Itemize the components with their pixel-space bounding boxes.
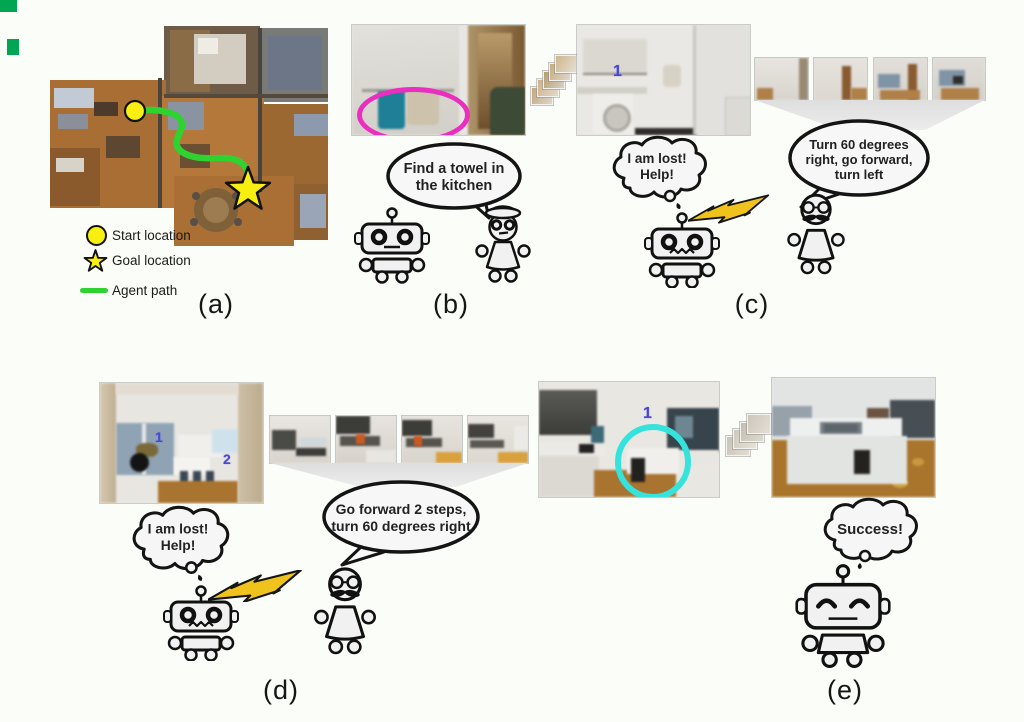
goal-star-marker	[224, 165, 272, 210]
help-text-line2: Help!	[161, 537, 196, 553]
viewpoint-tag: 1	[643, 405, 652, 422]
human-instructor-icon	[475, 205, 531, 283]
kitchen-island-photo	[772, 378, 935, 497]
legend-start-label: Start location	[112, 228, 191, 243]
strip-frame	[336, 416, 396, 463]
kitchen-observation-photo: 1	[539, 382, 719, 497]
instruction-text-line2: the kitchen	[416, 178, 493, 194]
oracle-icon	[313, 567, 377, 655]
strip-frame	[402, 416, 462, 463]
laundry-observation-photo: 1	[577, 25, 750, 135]
speech-bubble: Turn 60 degrees right, go forward, turn …	[788, 119, 930, 209]
thought-bubble: I am lost! Help!	[132, 505, 230, 581]
oracle-instruction-line1: Turn 60 degrees	[809, 137, 908, 152]
robot-icon-worried	[644, 212, 720, 288]
gif-artifact	[0, 0, 17, 12]
panel-b-label: (b)	[433, 289, 469, 319]
goal-star-legend-icon	[83, 249, 108, 272]
viewpoint-tag: 1	[613, 63, 622, 80]
success-text: Success!	[837, 521, 903, 538]
oracle-icon	[787, 193, 845, 275]
help-text-line1: I am lost!	[627, 151, 686, 166]
panel-d-label: (d)	[263, 675, 299, 705]
legend-path-label: Agent path	[112, 283, 178, 298]
doorway-observation-photo: 1 2	[100, 383, 263, 503]
strip-frame	[270, 416, 330, 463]
oracle-instruction-line3: turn left	[835, 167, 884, 182]
panel-c-label: (c)	[734, 289, 770, 319]
strip-frame	[814, 58, 867, 100]
robot-icon-happy	[795, 564, 891, 668]
image-stack-icon	[726, 414, 771, 456]
strip-frame	[933, 58, 985, 100]
strip-frame	[874, 58, 927, 100]
start-marker-legend-icon	[86, 225, 107, 246]
target-highlight-ellipse	[357, 87, 470, 135]
start-location-marker	[123, 99, 147, 123]
observation-strip	[270, 416, 528, 464]
thought-bubble: I am lost! Help!	[612, 135, 707, 209]
map-rooms	[50, 26, 328, 246]
lightning-icon	[688, 194, 770, 224]
observation-strip	[755, 58, 985, 100]
help-text-line2: Help!	[640, 167, 674, 182]
towel-observation-photo	[352, 25, 525, 135]
floorplan-map	[50, 26, 328, 246]
gif-artifact	[7, 39, 19, 55]
lightning-icon	[208, 570, 302, 602]
instruction-text-line1: Find a towel in	[404, 161, 505, 177]
help-text-line1: I am lost!	[148, 521, 209, 537]
agent-path-line	[131, 106, 252, 184]
strip-frame	[468, 416, 528, 463]
thought-bubble: Success!	[823, 497, 918, 569]
viewpoint-tag: 2	[223, 451, 231, 467]
agent-path-legend-icon	[80, 288, 108, 293]
image-stack-icon	[531, 55, 579, 107]
speech-bubble: Go forward 2 steps, turn 60 degrees righ…	[322, 480, 480, 567]
oracle-instruction-line1: Go forward 2 steps,	[336, 501, 467, 517]
legend-goal-label: Goal location	[112, 253, 191, 268]
viewpoint-tag: 1	[155, 429, 163, 445]
success-highlight-circle	[615, 424, 691, 497]
robot-icon-worried	[163, 585, 239, 661]
oracle-instruction-line2: turn 60 degrees right	[331, 518, 471, 534]
panel-a-label: (a)	[198, 289, 234, 319]
speech-bubble: Find a towel in the kitchen	[386, 142, 522, 220]
oracle-instruction-line2: right, go forward,	[806, 152, 913, 167]
robot-icon-neutral	[354, 207, 430, 284]
panel-e-label: (e)	[827, 675, 863, 705]
strip-frame	[755, 58, 808, 100]
